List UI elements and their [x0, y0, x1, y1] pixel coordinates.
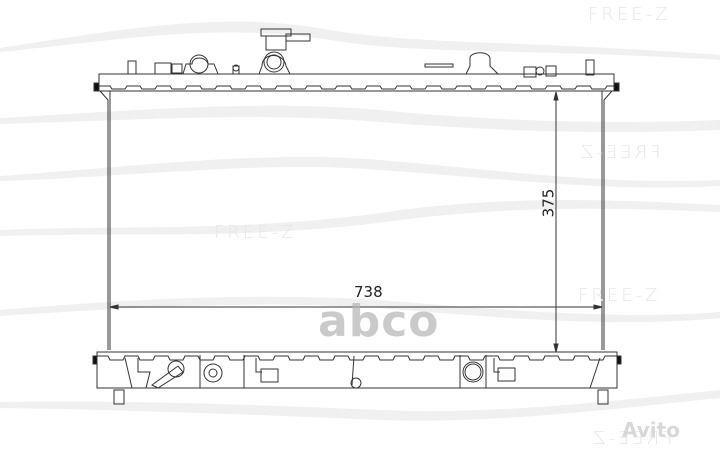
background-swooshes [0, 21, 720, 421]
watermark-brand-mid-left: FREE-Z [214, 222, 297, 243]
dimension-lines [109, 91, 603, 353]
radiator-outline [92, 28, 622, 405]
height-dimension-label: 375 [539, 188, 558, 218]
abco-logo: abco [318, 296, 440, 347]
watermark-brand-right-mirror: FREE-Z [578, 142, 661, 163]
watermark-brand-top: FREE-Z [588, 4, 671, 25]
avito-logo: Avito [622, 418, 680, 442]
watermark-brand-mid-right: FREE-Z [578, 285, 661, 306]
width-dimension-label: 738 [354, 283, 383, 301]
